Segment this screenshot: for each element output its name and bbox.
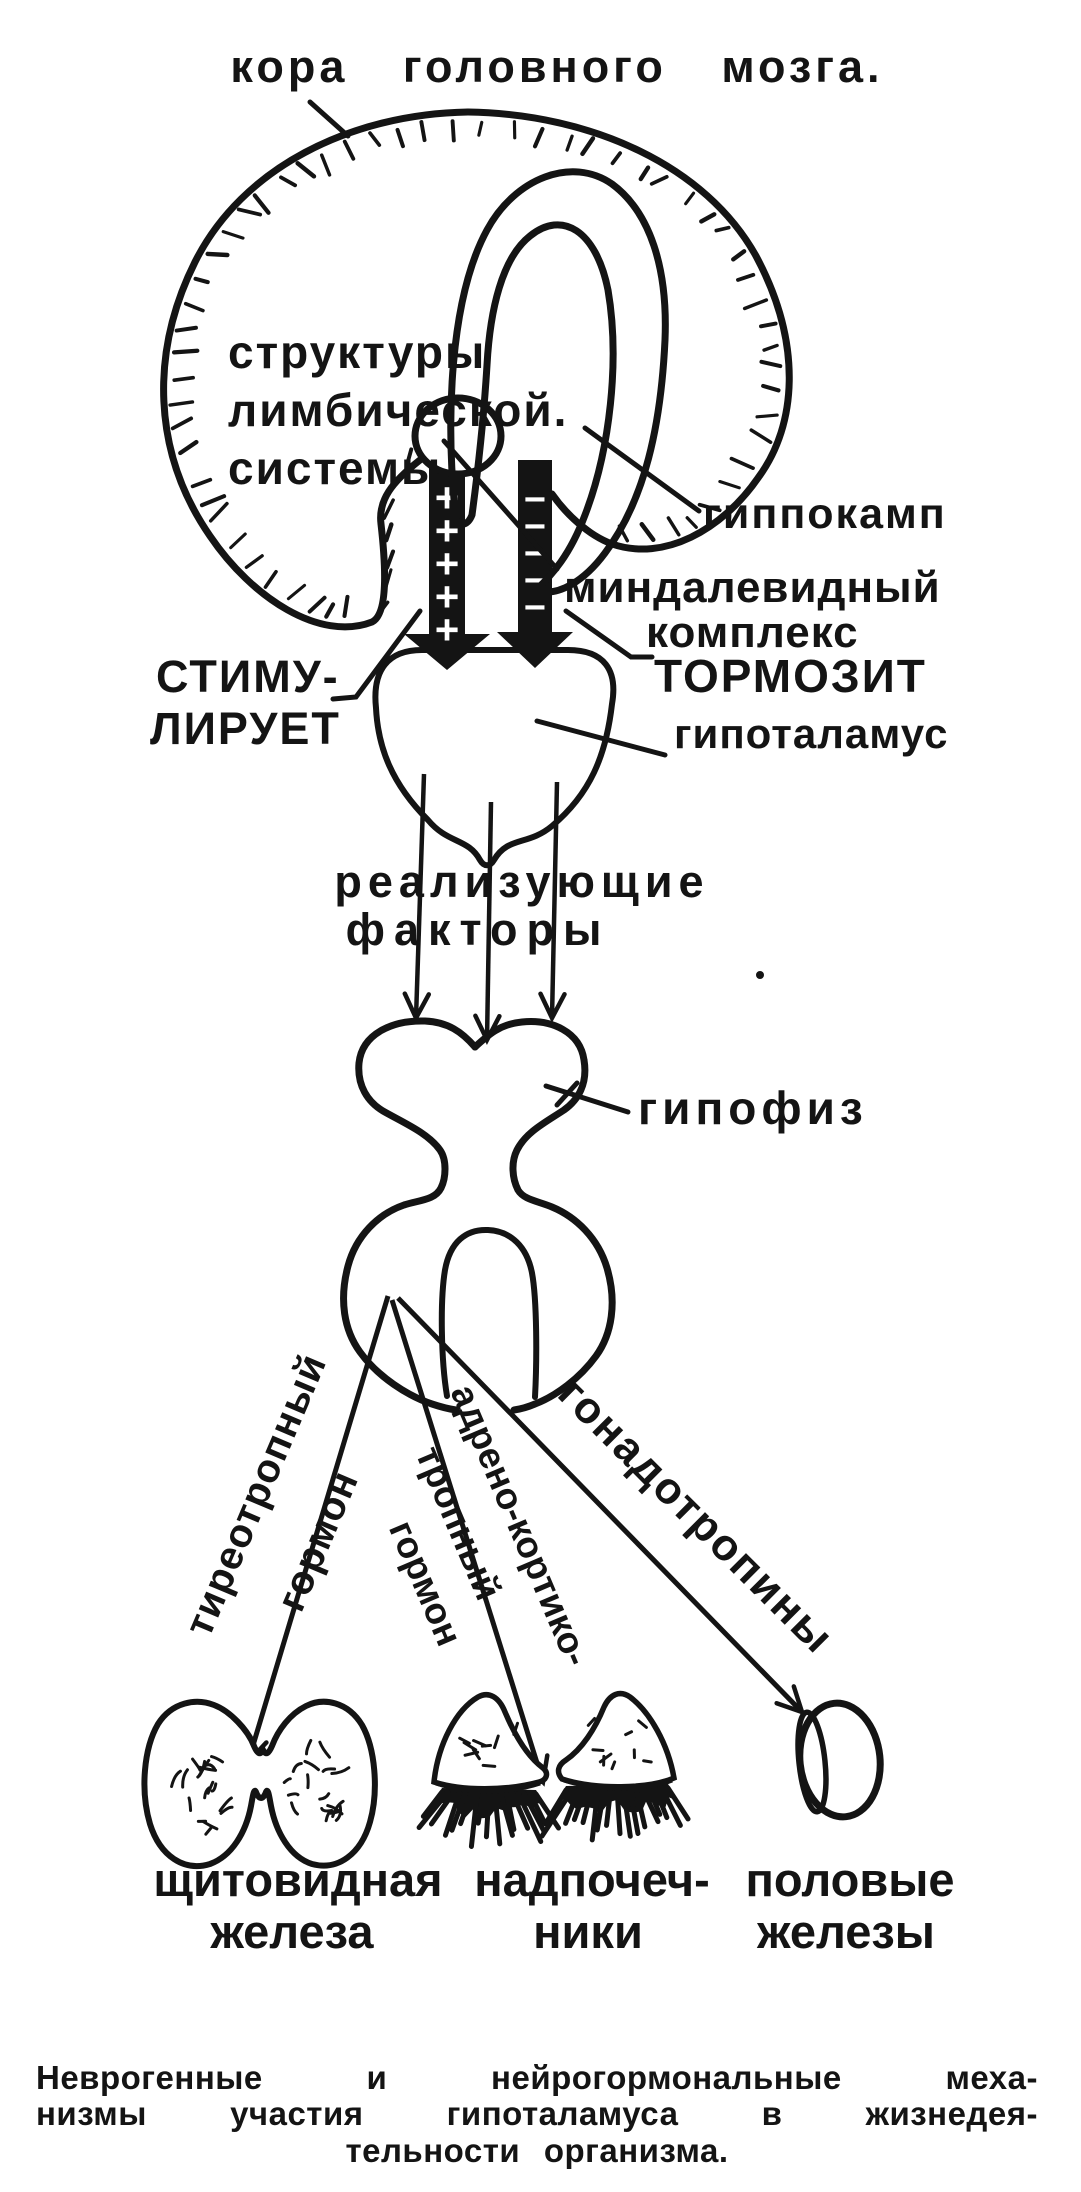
minus-mark: −: [524, 587, 546, 629]
caption-word: жизнедея-: [865, 2095, 1038, 2132]
caption-word: Неврогенные: [36, 2059, 263, 2096]
stimulation-arrow: +++++: [404, 452, 490, 670]
stimulates-label-line2: ЛИРУЕТ: [150, 703, 341, 754]
gonadal-gland-rim: [795, 1709, 829, 1815]
gonads-label-line1: половые: [745, 1853, 954, 1906]
caption-line-3: тельности организма.: [345, 2132, 729, 2169]
caption-word: и: [366, 2059, 388, 2096]
releasing-factors-line2: факторы: [346, 904, 611, 955]
thyrotropic-label-line2: гормон: [269, 1464, 367, 1618]
hippocampus-shape: [447, 168, 669, 596]
limbic-label-line2: лимбической.: [228, 384, 568, 436]
inhibition-arrow: −−−−−: [497, 460, 573, 668]
adrenal-glands: [416, 1690, 691, 1849]
adrenal-label-line1: надпочеч-: [474, 1853, 709, 1906]
caption-word: в: [761, 2095, 783, 2132]
amygdala-label-line1: миндалевидный: [564, 563, 941, 612]
pituitary-shape: [340, 1017, 616, 1414]
pituitary-inner-fold: [438, 1226, 540, 1400]
caption-word: участия: [230, 2095, 364, 2132]
releasing-factors-line1: реализующие: [334, 856, 709, 907]
stimulates-pointer: [330, 608, 423, 702]
caption-word: низмы: [36, 2095, 147, 2132]
adrenal-cap-right: [555, 1690, 678, 1790]
plus-mark: +: [435, 573, 460, 620]
brain-outline-right: [464, 108, 793, 553]
inhibits-label: ТОРМОЗИТ: [654, 650, 927, 702]
thyroid-gland: [141, 1698, 378, 1869]
pituitary-label: гипофиз: [638, 1082, 868, 1134]
limbic-label-line3: системы: [228, 442, 442, 494]
adrenal-cap-left-rim: [435, 1780, 541, 1794]
amygdala-pointer: [441, 438, 560, 572]
hippocampus-pointer: [582, 425, 702, 514]
pituitary-pointer-tick: [554, 1080, 580, 1108]
minus-mark: −: [524, 479, 546, 521]
thyroid-label-line2: железа: [209, 1905, 374, 1958]
adrenal-cap-right-rim: [563, 1777, 673, 1791]
adrenal-label-line2: ники: [533, 1905, 643, 1958]
caption-line-1: Неврогенные и нейрогормональные меха-: [36, 2060, 1038, 2096]
gonadotropins-label: гонадотропины: [549, 1368, 844, 1663]
figure-caption: Неврогенные и нейрогормональные меха- низмы…: [36, 2060, 1038, 2169]
ink-speck: [756, 971, 764, 979]
caption-word: гипоталамуса: [446, 2095, 679, 2132]
brain-cortex-hachure: [168, 119, 783, 619]
adrenal-fringe-right: [539, 1784, 691, 1843]
thyrotropic-arrow: [241, 1295, 391, 1767]
adrenal-fringe-left: [416, 1788, 562, 1849]
gonadotropin-arrow: [396, 1296, 806, 1716]
caption-line-2: низмы участия гипоталамуса в жизнедея-: [36, 2096, 1038, 2132]
cortex-pointer: [307, 99, 351, 139]
minus-mark: −: [524, 533, 546, 575]
hypothalamus-pointer: [534, 718, 668, 758]
hypothalamus-shape: [372, 647, 617, 869]
page-title: кора головного мозга.: [230, 41, 883, 92]
thyroid-label-line1: щитовидная: [153, 1853, 442, 1906]
thyroid-texture: [170, 1738, 351, 1836]
plus-marks: +++++: [435, 474, 460, 653]
plus-mark: +: [435, 606, 460, 653]
hypothalamus-label: гипоталамус: [674, 710, 948, 757]
hormone-arrows: [241, 1295, 806, 1787]
adrenal-texture: [458, 1716, 653, 1771]
amygdala-label-line2: комплекс: [646, 608, 859, 657]
caption-word: меха-: [945, 2059, 1038, 2096]
caption-word: нейрогормональные: [491, 2059, 842, 2096]
gonadal-gland: [795, 1699, 884, 1821]
releasing-factor-arrows: [402, 773, 567, 1046]
pituitary-pointer: [543, 1083, 631, 1115]
adrenocorticotropic-arrow: [389, 1299, 550, 1787]
stimulates-label-line1: СТИМУ-: [156, 651, 340, 702]
hippocampus-label: гиппокамп: [703, 490, 947, 538]
limbic-label-line1: структуры: [228, 326, 486, 378]
plus-mark: +: [435, 540, 460, 587]
brain-outline-left: [160, 108, 472, 631]
pointer-lines: [307, 99, 702, 1115]
inhibits-pointer: [563, 608, 655, 660]
gonads-label-line2: железы: [756, 1905, 935, 1958]
